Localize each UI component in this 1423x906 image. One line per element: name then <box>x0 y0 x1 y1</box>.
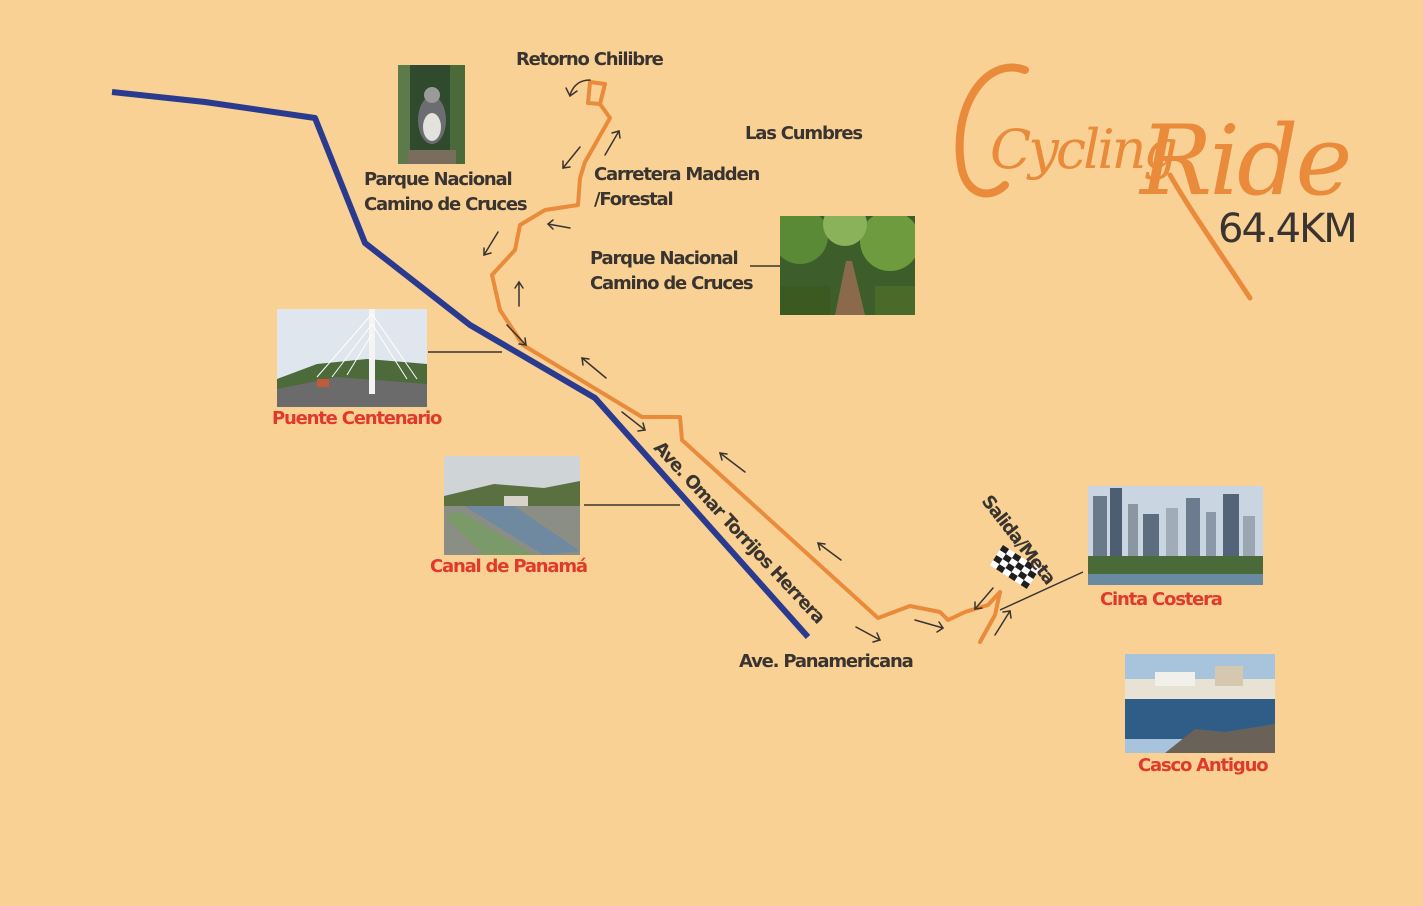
label-ave-panamericana: Ave. Panamericana <box>739 651 914 672</box>
label-line: Camino de Cruces <box>364 194 528 215</box>
canal-locks-photo <box>444 456 580 555</box>
label-casco-antiguo: Casco Antiguo <box>1138 755 1269 776</box>
logo-word-ride: Ride <box>1140 105 1352 217</box>
cycling-route <box>490 80 1002 644</box>
logo-c-arc <box>955 63 1029 198</box>
city-skyline-photo <box>1088 486 1263 585</box>
logo-distance: 64.4KM <box>1218 206 1358 252</box>
eagle-photo <box>398 65 465 164</box>
bridge-photo <box>277 309 427 407</box>
forest-trail-photo <box>780 216 915 315</box>
direction-arrow-icon <box>483 79 1012 643</box>
label-line: Parque Nacional <box>590 248 739 269</box>
label-las-cumbres: Las Cumbres <box>745 123 863 144</box>
label-line: Parque Nacional <box>364 169 513 190</box>
label-line: /Forestal <box>594 189 674 210</box>
logo-swoosh <box>1167 172 1253 301</box>
label-puente-centenario: Puente Centenario <box>272 408 442 429</box>
label-line: Camino de Cruces <box>590 273 754 294</box>
leader-cinta <box>999 571 1084 611</box>
highway-line <box>111 89 811 639</box>
label-line: Carretera Madden <box>594 164 760 185</box>
label-parque-nacional-2: Parque Nacional Camino de Cruces <box>590 246 754 296</box>
label-parque-nacional-1: Parque Nacional Camino de Cruces <box>364 167 528 217</box>
label-retorno-chilibre: Retorno Chilibre <box>516 49 664 70</box>
label-canal-de-panama: Canal de Panamá <box>430 556 588 577</box>
old-town-waterfront-photo <box>1125 654 1275 753</box>
logo-word-cycling: Cycling <box>990 118 1178 181</box>
label-carretera-madden: Carretera Madden /Forestal <box>594 162 760 212</box>
label-cinta-costera: Cinta Costera <box>1100 589 1223 610</box>
checkered-flag-icon <box>989 545 1040 590</box>
